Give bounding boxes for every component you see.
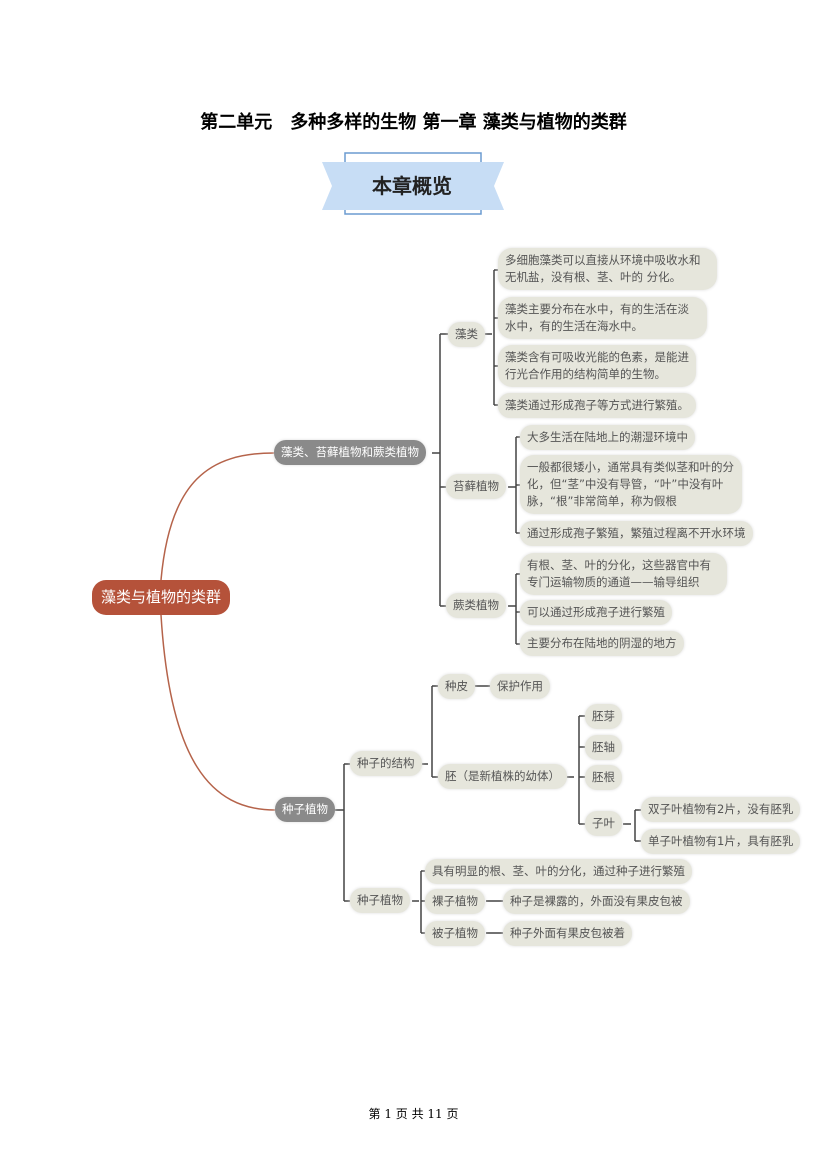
mindmap-root[interactable]: 藻类与植物的类群 xyxy=(92,580,230,615)
leaf-node[interactable]: 藻类含有可吸收光能的色素，是能进行光合作用的结构简单的生物。 xyxy=(498,345,696,387)
bracket-lines xyxy=(335,269,641,934)
node-cotyledon[interactable]: 子叶 xyxy=(585,811,622,836)
leaf-node[interactable]: 具有明显的根、茎、叶的分化，通过种子进行繁殖 xyxy=(425,859,692,884)
leaf-node[interactable]: 保护作用 xyxy=(490,674,550,699)
node-embryo[interactable]: 胚（是新植株的幼体） xyxy=(438,764,567,789)
branch-seed-plants[interactable]: 种子植物 xyxy=(275,797,335,822)
node-seed-structure[interactable]: 种子的结构 xyxy=(350,751,422,776)
branch-algae-moss-fern[interactable]: 藻类、苔藓植物和蕨类植物 xyxy=(274,440,426,465)
leaf-node[interactable]: 双子叶植物有2片，没有胚乳 xyxy=(641,797,801,822)
node-moss[interactable]: 苔藓植物 xyxy=(446,474,506,499)
node-angiosperm[interactable]: 被子植物 xyxy=(425,921,485,946)
leaf-node[interactable]: 一般都很矮小，通常具有类似茎和叶的分化，但“茎”中没有导管，“叶”中没有叶脉，“… xyxy=(520,455,742,514)
leaf-node[interactable]: 大多生活在陆地上的潮湿环境中 xyxy=(520,425,695,450)
node-hypocotyl[interactable]: 胚轴 xyxy=(585,735,622,760)
leaf-node[interactable]: 通过形成孢子繁殖，繁殖过程离不开水环境 xyxy=(520,521,753,546)
leaf-node[interactable]: 主要分布在陆地的阴湿的地方 xyxy=(520,631,684,656)
banner-graphic xyxy=(322,152,504,215)
node-gymnosperm[interactable]: 裸子植物 xyxy=(425,889,485,914)
leaf-node[interactable]: 种子是裸露的，外面没有果皮包被 xyxy=(503,889,690,914)
leaf-node[interactable]: 藻类通过形成孢子等方式进行繁殖。 xyxy=(498,393,696,418)
leaf-node[interactable]: 藻类主要分布在水中，有的生活在淡水中，有的生活在海水中。 xyxy=(498,297,707,339)
leaf-node[interactable]: 有根、茎、叶的分化，这些器官中有专门运输物质的通道——输导组织 xyxy=(520,553,727,595)
leaf-node[interactable]: 多细胞藻类可以直接从环境中吸收水和无机盐，没有根、茎、叶的 分化。 xyxy=(498,248,717,290)
node-fern[interactable]: 蕨类植物 xyxy=(446,593,506,618)
node-plumule[interactable]: 胚芽 xyxy=(585,704,622,729)
node-seed-plants[interactable]: 种子植物 xyxy=(350,888,410,913)
leaf-node[interactable]: 单子叶植物有1片，具有胚乳 xyxy=(641,829,801,854)
page-footer: 第 1 页 共 11 页 xyxy=(368,1107,459,1121)
node-seed-coat[interactable]: 种皮 xyxy=(438,674,475,699)
node-algae[interactable]: 藻类 xyxy=(448,322,485,347)
banner-title: 本章概览 xyxy=(372,174,452,198)
leaf-node[interactable]: 种子外面有果皮包被着 xyxy=(503,921,632,946)
leaf-node[interactable]: 可以通过形成孢子进行繁殖 xyxy=(520,600,672,625)
page-title: 第二单元 多种多样的生物 第一章 藻类与植物的类群 xyxy=(200,112,627,133)
root-curves xyxy=(160,452,276,811)
node-radicle[interactable]: 胚根 xyxy=(585,765,622,790)
